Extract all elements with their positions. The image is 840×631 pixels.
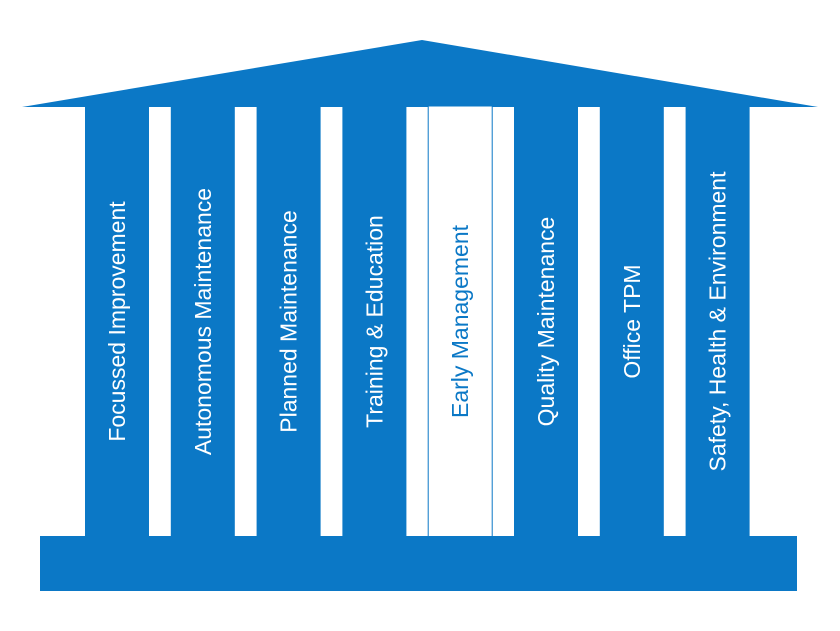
pillar-label: Focussed Improvement (104, 201, 130, 442)
pillar-label: Safety, Health & Environment (705, 171, 731, 472)
pillar-label: Planned Maintenance (276, 210, 302, 433)
pillar (427, 105, 493, 538)
pillar (256, 106, 321, 537)
temple-roof (22, 40, 818, 107)
pillar-label: Training & Education (361, 215, 387, 428)
pillar-label: Office TPM (619, 264, 645, 378)
temple-base (40, 536, 797, 591)
pillar-label: Early Management (447, 224, 473, 418)
pillar (685, 106, 750, 537)
pillar (85, 106, 149, 537)
pillar-label: Autonomous Maintenance (190, 188, 216, 455)
pillar (342, 106, 407, 537)
pillar (599, 106, 664, 537)
pillar (514, 106, 578, 537)
pillar (170, 106, 235, 537)
pillar-group: Focussed Improvement Autonomous Maintenan… (85, 105, 750, 538)
pillar-label: Quality Maintenance (533, 217, 559, 427)
